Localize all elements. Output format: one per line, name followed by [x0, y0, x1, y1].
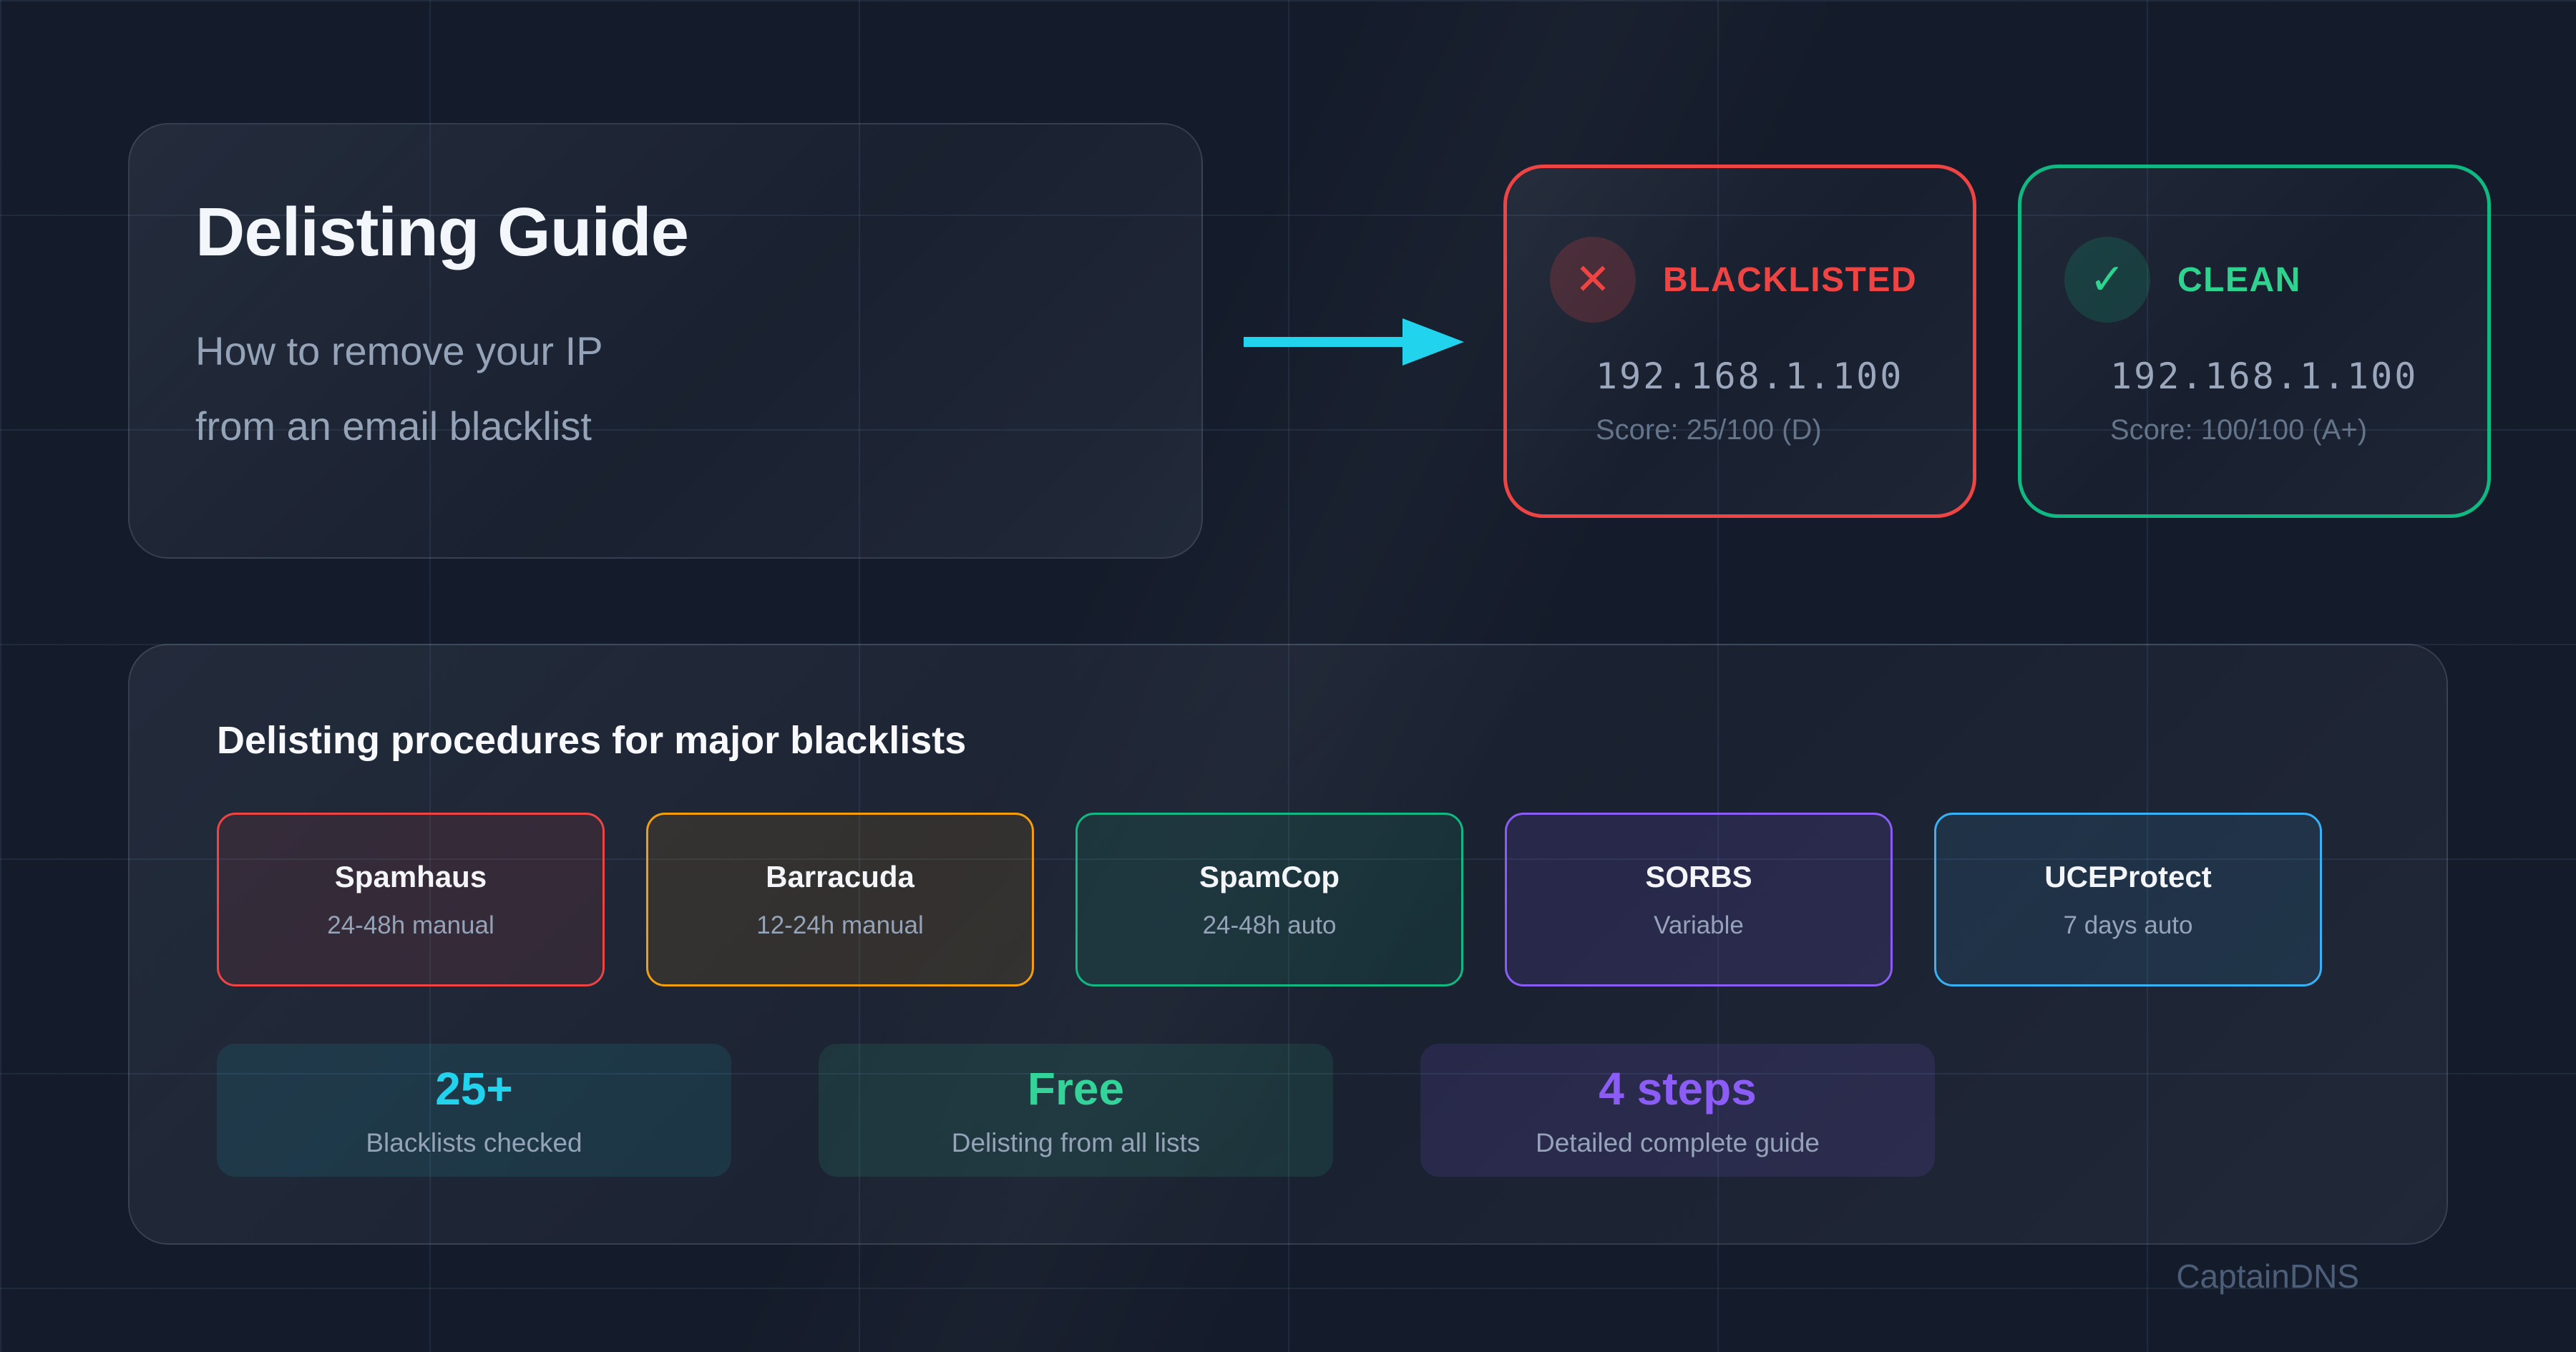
- status-label: BLACKLISTED: [1663, 260, 1918, 299]
- ip-address: 192.168.1.100: [1596, 356, 1904, 397]
- subtitle-line-1: How to remove your IP: [195, 328, 603, 373]
- blacklist-delisting-time: Variable: [1654, 911, 1744, 939]
- score-text: Score: 100/100 (A+): [2110, 414, 2368, 446]
- status-label: CLEAN: [2177, 260, 2301, 299]
- status-card-blacklisted: ✕ BLACKLISTED 192.168.1.100 Score: 25/10…: [1503, 165, 1976, 518]
- blacklist-delisting-time: 24-48h auto: [1202, 911, 1337, 939]
- stat-value: 4 steps: [1599, 1063, 1757, 1115]
- score-text: Score: 25/100 (D): [1596, 414, 1822, 446]
- stat-guide-steps: 4 steps Detailed complete guide: [1420, 1044, 1935, 1177]
- blacklist-cards-row: Spamhaus 24-48h manual Barracuda 12-24h …: [217, 813, 2359, 986]
- panel-heading: Delisting procedures for major blacklist…: [217, 719, 967, 762]
- x-icon: ✕: [1550, 237, 1636, 323]
- procedures-panel: Delisting procedures for major blacklist…: [128, 644, 2448, 1245]
- stat-label: Detailed complete guide: [1536, 1128, 1820, 1157]
- stats-row: 25+ Blacklists checked Free Delisting fr…: [217, 1044, 2359, 1177]
- blacklist-name: SORBS: [1645, 859, 1752, 893]
- right-arrow-icon: [1244, 318, 1464, 366]
- stat-value: Free: [1027, 1063, 1125, 1115]
- subtitle-line-2: from an email blacklist: [195, 403, 592, 449]
- blacklist-delisting-time: 7 days auto: [2063, 911, 2193, 939]
- blacklist-delisting-time: 24-48h manual: [327, 911, 494, 939]
- blacklist-name: Spamhaus: [334, 859, 487, 893]
- ip-address: 192.168.1.100: [2110, 356, 2419, 397]
- blacklist-name: Barracuda: [766, 859, 914, 893]
- status-card-clean: ✓ CLEAN 192.168.1.100 Score: 100/100 (A+…: [2018, 165, 2491, 518]
- status-header: ✕ BLACKLISTED: [1550, 237, 1930, 323]
- brand-watermark: CaptainDNS: [2176, 1258, 2359, 1295]
- blacklist-name: SpamCop: [1199, 859, 1340, 893]
- stat-value: 25+: [435, 1063, 513, 1115]
- status-header: ✓ CLEAN: [2064, 237, 2444, 323]
- blacklist-card-sorbs: SORBS Variable: [1505, 813, 1893, 986]
- arrow-shaft: [1244, 337, 1410, 347]
- blacklist-card-uceprotect: UCEProtect 7 days auto: [1934, 813, 2322, 986]
- page-subtitle: How to remove your IP from an email blac…: [195, 313, 1136, 464]
- blacklist-card-spamhaus: Spamhaus 24-48h manual: [217, 813, 605, 986]
- blacklist-card-barracuda: Barracuda 12-24h manual: [646, 813, 1034, 986]
- blacklist-delisting-time: 12-24h manual: [756, 911, 924, 939]
- stat-blacklists-checked: 25+ Blacklists checked: [217, 1044, 731, 1177]
- check-icon: ✓: [2064, 237, 2150, 323]
- arrow-head: [1402, 318, 1464, 366]
- stat-label: Delisting from all lists: [951, 1128, 1201, 1157]
- blacklist-name: UCEProtect: [2044, 859, 2212, 893]
- intro-card: Delisting Guide How to remove your IP fr…: [128, 123, 1203, 559]
- stat-label: Blacklists checked: [366, 1128, 582, 1157]
- page-title: Delisting Guide: [195, 194, 689, 270]
- blacklist-card-spamcop: SpamCop 24-48h auto: [1075, 813, 1463, 986]
- stat-free-delisting: Free Delisting from all lists: [819, 1044, 1333, 1177]
